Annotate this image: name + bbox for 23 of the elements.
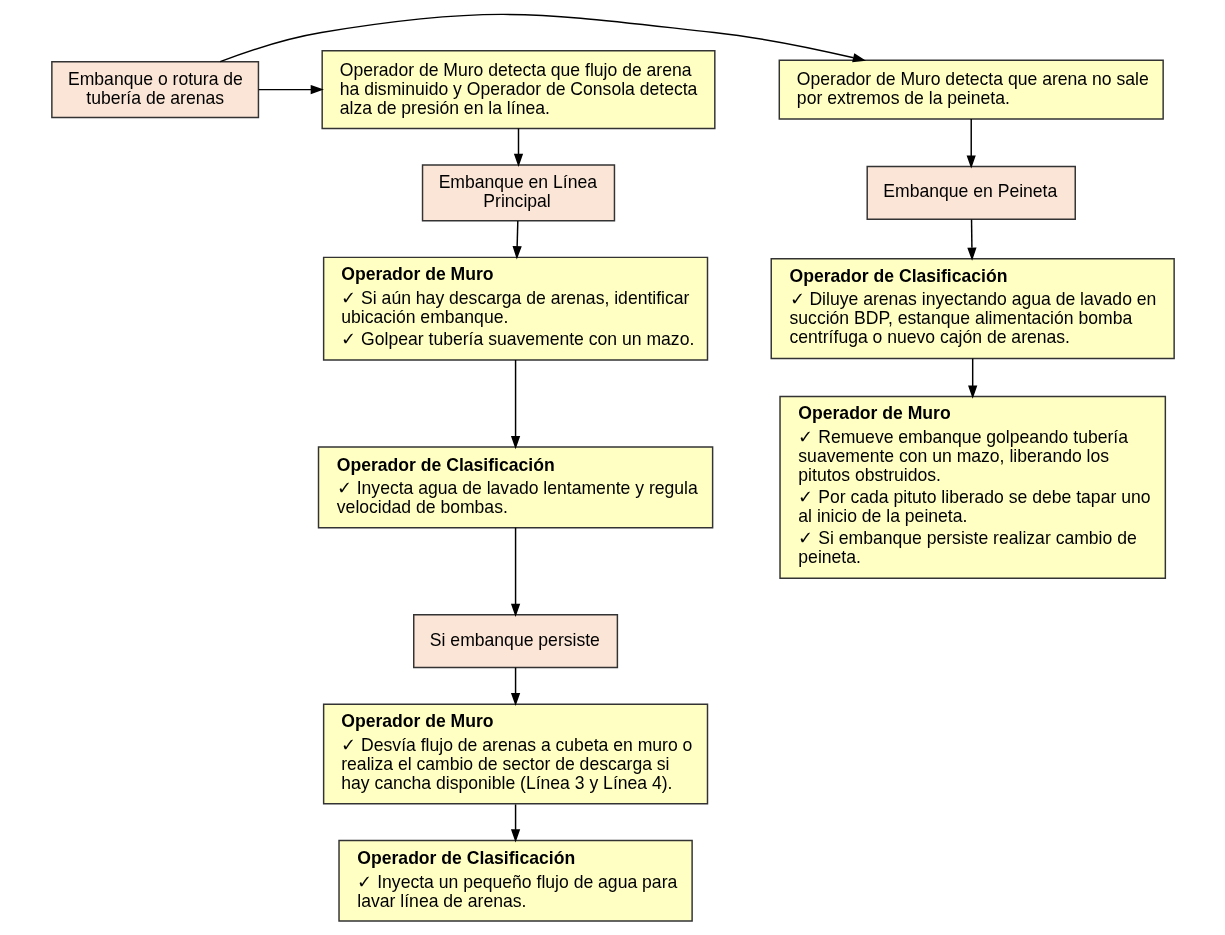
arrow — [513, 127, 523, 167]
arrow — [966, 218, 977, 261]
arrow — [218, 13, 866, 63]
node-box: Embanque o rotura de tubería de arenas — [50, 61, 259, 119]
node-box: Operador de Muro ✓ Desvía flujo de arenas a cubeta en muro o realiza el cambio de sector de descarga si hay cancha disponible (Línea 3 y Línea 4). — [322, 703, 708, 805]
node-box: Operador de Clasificación ✓ Inyecta un pequeño flujo de agua para lavar línea de arenas. — [337, 839, 693, 922]
arrow — [510, 527, 520, 617]
arrow — [966, 118, 976, 169]
node-box: Embanque en Línea Principal — [421, 164, 615, 222]
node-box: Operador de Clasificación ✓ Inyecta agua de lavado lentamente y regula velocidad de bombas. — [317, 446, 713, 529]
arrow — [967, 357, 977, 399]
arrow — [512, 220, 522, 260]
node-box: Operador de Muro ✓ Remueve embanque golpeando tubería suavemente con un mazo, liberando los pitutos obstruidos. ✓ Por cada pituto liberado se debe tapar uno al inicio de la peineta. ✓ Si embanque persiste realizar cambio de peineta. — [778, 395, 1166, 579]
node-box: Operador de Muro detecta que flujo de arena ha disminuido y Operador de Consola detecta alza de presión en la línea. — [320, 50, 716, 130]
node-box: Embanque en Peineta — [865, 165, 1076, 220]
arrow — [510, 803, 520, 843]
arrow — [257, 85, 324, 95]
node-box: Operador de Muro detecta que arena no sale por extremos de la peineta. — [778, 59, 1164, 120]
arrow — [510, 666, 520, 707]
node-box: Si embanque persiste — [412, 614, 618, 669]
node-box: Operador de Muro ✓ Si aún hay descarga de arenas, identificar ubicación embanque. ✓ Golpear tubería suavemente con un mazo. — [322, 256, 708, 361]
node-box: Operador de Clasificación ✓ Diluye arenas inyectando agua de lavado en succión BDP, estanque alimentación bomba centrífuga o nuevo cajón de arenas. — [770, 258, 1175, 360]
arrow — [510, 359, 520, 450]
